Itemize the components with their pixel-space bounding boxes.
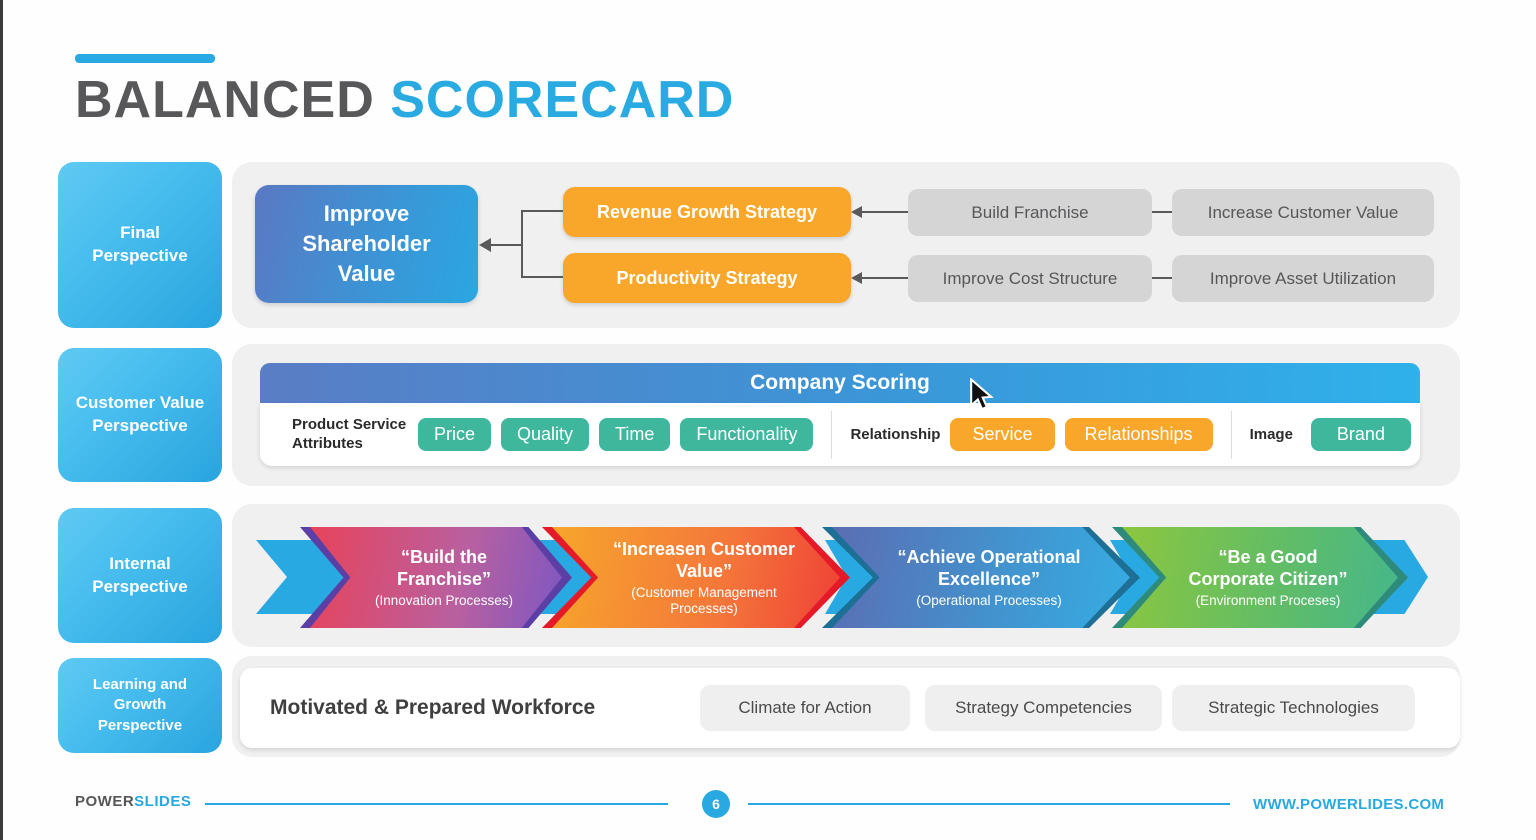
connector-line xyxy=(491,244,521,246)
chip-quality: Quality xyxy=(501,418,590,451)
footer-divider-line xyxy=(205,803,668,805)
window-edge-line xyxy=(0,0,3,840)
arrowhead-left-icon xyxy=(479,238,491,252)
page-title-primary: BALANCED xyxy=(75,71,375,129)
connector-line xyxy=(1152,277,1172,279)
chip-climate-for-action: Climate for Action xyxy=(700,685,910,731)
process-step-title: “Achieve Operational Excellence” xyxy=(897,546,1081,590)
arrowhead-left-icon xyxy=(851,206,862,218)
brand-logo: POWERSLIDES xyxy=(75,793,191,810)
divider xyxy=(831,410,833,459)
chip-service: Service xyxy=(950,418,1055,451)
process-step-increase-customer-value: “Increasen Customer Value” (Customer Man… xyxy=(542,527,850,628)
process-step-title: “Build the Franchise” xyxy=(396,546,492,590)
process-step-title: “Increasen Customer Value” xyxy=(612,538,796,582)
process-step-good-corporate-citizen: “Be a Good Corporate Citizen” (Environme… xyxy=(1112,527,1408,628)
page-title: BALANCED SCORECARD xyxy=(75,70,734,130)
process-step-build-franchise: “Build the Franchise” (Innovation Proces… xyxy=(300,527,572,628)
process-step-title: “Be a Good Corporate Citizen” xyxy=(1188,546,1348,590)
group-label-relationship: Relationship xyxy=(850,426,941,443)
label-customer-value-perspective: Customer Value Perspective xyxy=(58,348,222,482)
page-title-secondary: SCORECARD xyxy=(390,71,735,129)
strategy-revenue-growth: Revenue Growth Strategy xyxy=(563,187,851,237)
strategy-productivity: Productivity Strategy xyxy=(563,253,851,303)
label-internal-perspective: Internal Perspective xyxy=(58,508,222,643)
label-learning-growth-perspective: Learning and Growth Perspective xyxy=(58,658,222,753)
driver-increase-customer-value: Increase Customer Value xyxy=(1172,189,1434,236)
brand-logo-secondary: SLIDES xyxy=(134,793,192,810)
process-step-subtitle: (Operational Processes) xyxy=(916,592,1062,608)
chip-strategic-technologies: Strategic Technologies xyxy=(1172,685,1415,731)
chip-time: Time xyxy=(599,418,671,451)
page-number-badge: 6 xyxy=(702,790,730,818)
workforce-headline: Motivated & Prepared Workforce xyxy=(270,696,596,719)
process-step-subtitle: (Innovation Processes) xyxy=(374,592,514,608)
company-scoring-header: Company Scoring xyxy=(260,363,1420,403)
chip-strategy-competencies: Strategy Competencies xyxy=(925,685,1162,731)
title-accent-bar xyxy=(75,54,215,63)
chip-price: Price xyxy=(418,418,492,451)
chip-relationships: Relationships xyxy=(1064,418,1213,451)
connector-line xyxy=(521,210,523,278)
process-step-achieve-operational-excellence: “Achieve Operational Excellence” (Operat… xyxy=(822,527,1140,628)
goal-improve-shareholder-value: Improve Shareholder Value xyxy=(255,185,478,303)
group-label-product-service-attributes: Product Service Attributes xyxy=(292,415,407,452)
connector-line xyxy=(862,211,908,213)
driver-improve-asset-utilization: Improve Asset Utilization xyxy=(1172,255,1434,302)
mouse-cursor-icon xyxy=(970,378,994,411)
footer-divider-line xyxy=(748,803,1230,805)
connector-line xyxy=(521,276,563,278)
brand-logo-primary: POWER xyxy=(75,793,135,810)
connector-line xyxy=(1152,211,1172,213)
label-final-perspective: Final Perspective xyxy=(58,162,222,328)
driver-improve-cost-structure: Improve Cost Structure xyxy=(908,255,1152,302)
driver-build-franchise: Build Franchise xyxy=(908,189,1152,236)
website-link[interactable]: WWW.POWERLIDES.COM xyxy=(1253,796,1445,813)
connector-line xyxy=(521,210,563,212)
group-label-image: Image xyxy=(1249,426,1293,443)
arrowhead-left-icon xyxy=(851,272,862,284)
process-step-subtitle: (Customer Management Processes) xyxy=(631,584,777,616)
chip-brand: Brand xyxy=(1310,418,1411,451)
chip-functionality: Functionality xyxy=(680,418,814,451)
process-step-subtitle: (Environment Proceses) xyxy=(1195,592,1341,608)
connector-line xyxy=(862,277,908,279)
divider xyxy=(1230,410,1232,459)
company-scoring-body: Product Service Attributes Price Quality… xyxy=(260,403,1420,466)
